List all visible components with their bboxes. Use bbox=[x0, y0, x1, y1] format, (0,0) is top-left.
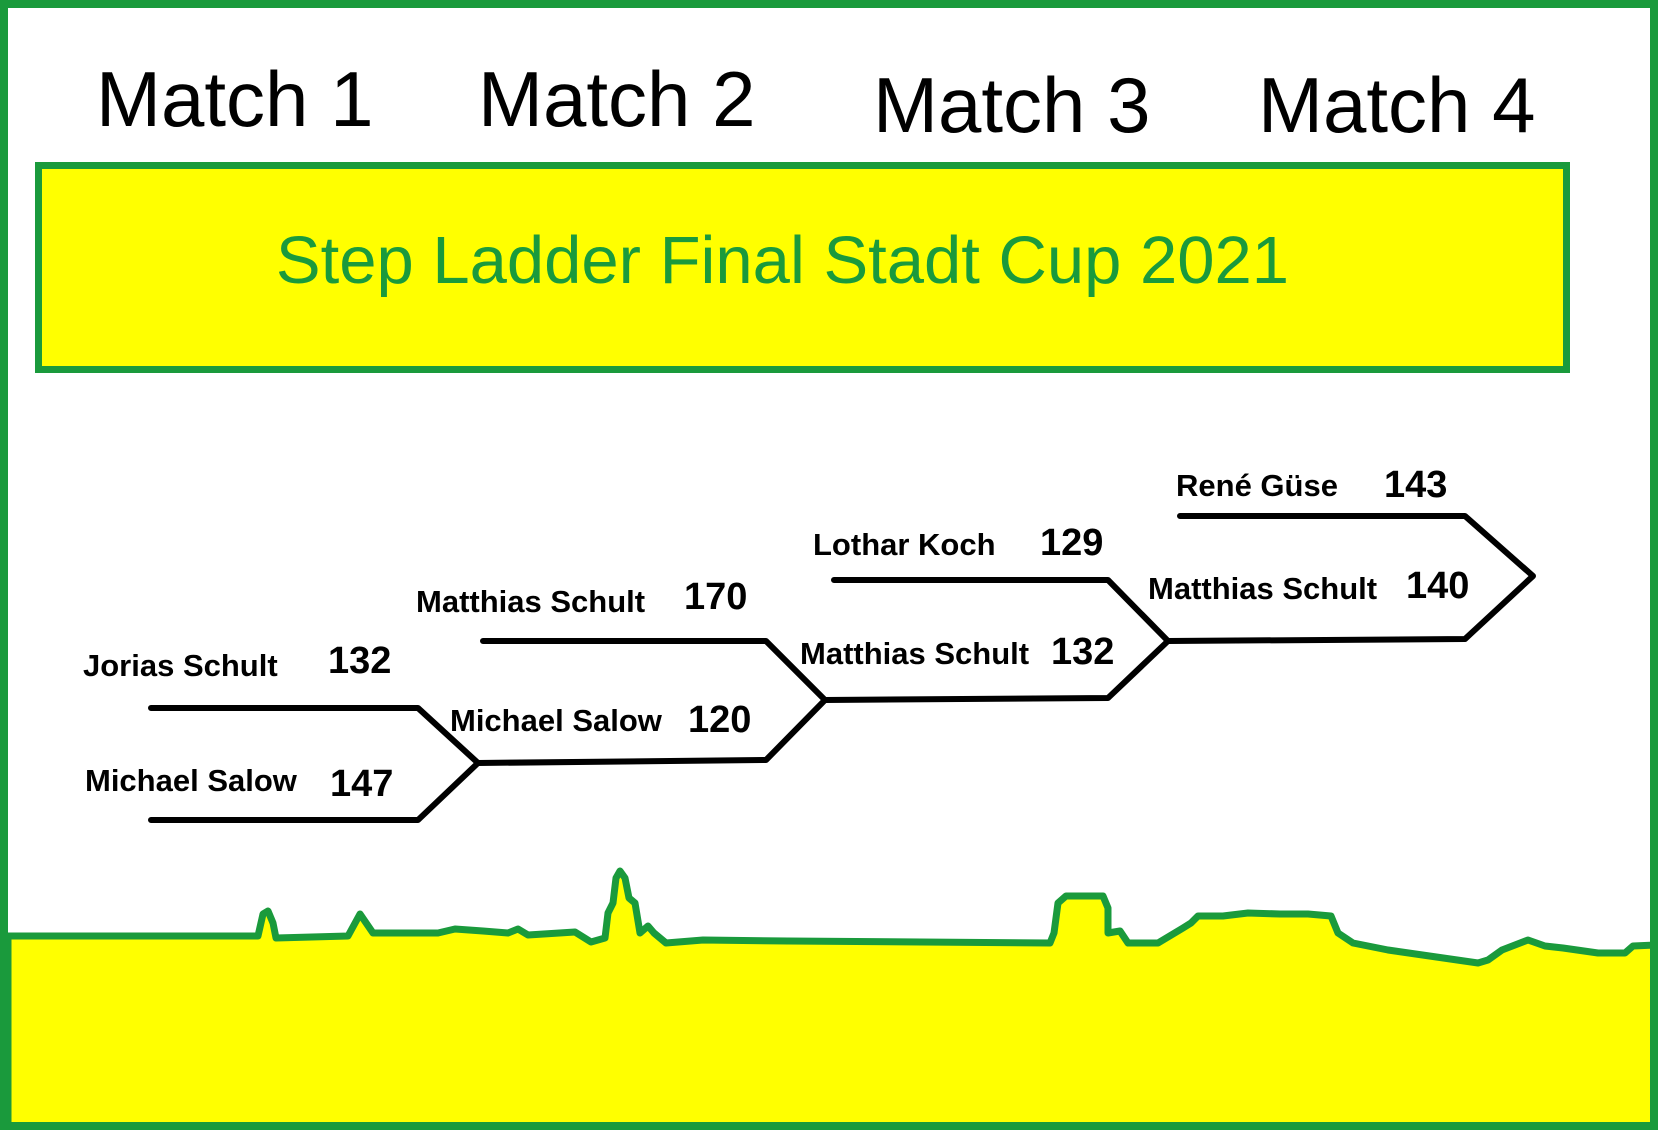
match-4-connector bbox=[1165, 513, 1536, 644]
match-3-player-1-name: Lothar Koch bbox=[813, 527, 996, 562]
match-3-heading: Match 3 bbox=[873, 61, 1151, 149]
match-1-heading: Match 1 bbox=[96, 55, 374, 143]
match-1-player-2-score: 147 bbox=[330, 763, 394, 805]
match-2-player-2-score: 120 bbox=[688, 699, 752, 741]
match-2-player-1-score: 170 bbox=[684, 576, 748, 618]
banner-title: Step Ladder Final Stadt Cup 2021 bbox=[275, 223, 1290, 298]
match-4-heading: Match 4 bbox=[1258, 61, 1536, 149]
match-3-player-1-score: 129 bbox=[1040, 522, 1104, 564]
match-3-player-2-name: Matthias Schult bbox=[800, 636, 1030, 671]
match-1-player-1-score: 132 bbox=[328, 640, 392, 682]
match-1-player-2-name: Michael Salow bbox=[85, 763, 297, 798]
title-banner: Step Ladder Final Stadt Cup 2021 bbox=[35, 162, 1570, 373]
match-4-player-2-name: Matthias Schult bbox=[1148, 571, 1378, 606]
ladder-bracket bbox=[148, 513, 1536, 823]
city-skyline-silhouette bbox=[8, 867, 1650, 1122]
match-2-heading: Match 2 bbox=[478, 55, 756, 143]
match-4-player-2-score: 140 bbox=[1406, 565, 1470, 607]
match-1-player-1-name: Jorias Schult bbox=[83, 648, 278, 683]
match-3-player-2-score: 132 bbox=[1051, 631, 1115, 673]
match-2-player-1-name: Matthias Schult bbox=[416, 584, 646, 619]
match-2-player-2-name: Michael Salow bbox=[450, 703, 662, 738]
skyline-ground bbox=[8, 867, 1650, 1122]
match-2-connector bbox=[475, 638, 828, 766]
match-4-player-1-score: 143 bbox=[1384, 464, 1448, 506]
match-4-player-1-name: René Güse bbox=[1176, 468, 1338, 503]
